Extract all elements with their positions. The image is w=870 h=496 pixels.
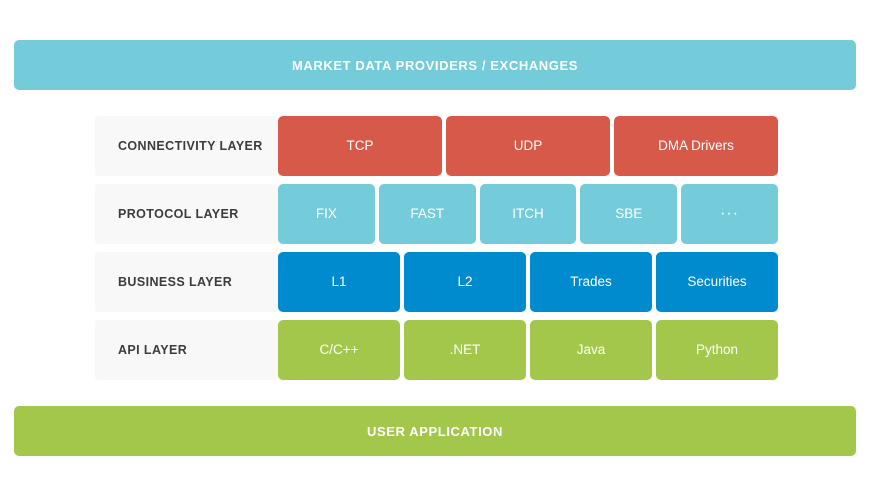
layer-cell[interactable]: UDP [446, 116, 610, 176]
layer-cell[interactable]: DMA Drivers [614, 116, 778, 176]
layer-label: CONNECTIVITY LAYER [118, 139, 263, 153]
layer-label-cell: PROTOCOL LAYER [95, 184, 278, 244]
layer-cell[interactable]: L2 [404, 252, 526, 312]
layer-cell[interactable]: FAST [378, 184, 476, 244]
layer-cell[interactable]: TCP [278, 116, 442, 176]
layer-label-cell: API LAYER [95, 320, 278, 380]
layer-cell[interactable]: Securities [656, 252, 778, 312]
layer-cell[interactable]: Java [530, 320, 652, 380]
layer-cell[interactable]: Python [656, 320, 778, 380]
layer-label: BUSINESS LAYER [118, 275, 233, 289]
market-data-providers-banner-label: MARKET DATA PROVIDERS / EXCHANGES [291, 57, 579, 73]
layer-label-cell: BUSINESS LAYER [95, 252, 278, 312]
layer-cell[interactable]: L1 [278, 252, 400, 312]
layer-label: API LAYER [118, 343, 188, 357]
layer-cell[interactable]: .NET [404, 320, 526, 380]
layer-cell[interactable]: ITCH [479, 184, 577, 244]
layer-cell[interactable]: C/C++ [278, 320, 400, 380]
layer-label-cell: CONNECTIVITY LAYER [95, 116, 278, 176]
user-application-banner: USER APPLICATION [14, 406, 856, 456]
layer-cell[interactable]: ··· [681, 184, 778, 244]
user-application-banner-label: USER APPLICATION [367, 423, 503, 439]
layer-cell[interactable]: SBE [580, 184, 678, 244]
layer-label: PROTOCOL LAYER [118, 207, 239, 221]
layer-cell[interactable]: FIX [278, 184, 375, 244]
layer-cell[interactable]: Trades [530, 252, 652, 312]
market-data-providers-banner: MARKET DATA PROVIDERS / EXCHANGES [14, 40, 856, 90]
